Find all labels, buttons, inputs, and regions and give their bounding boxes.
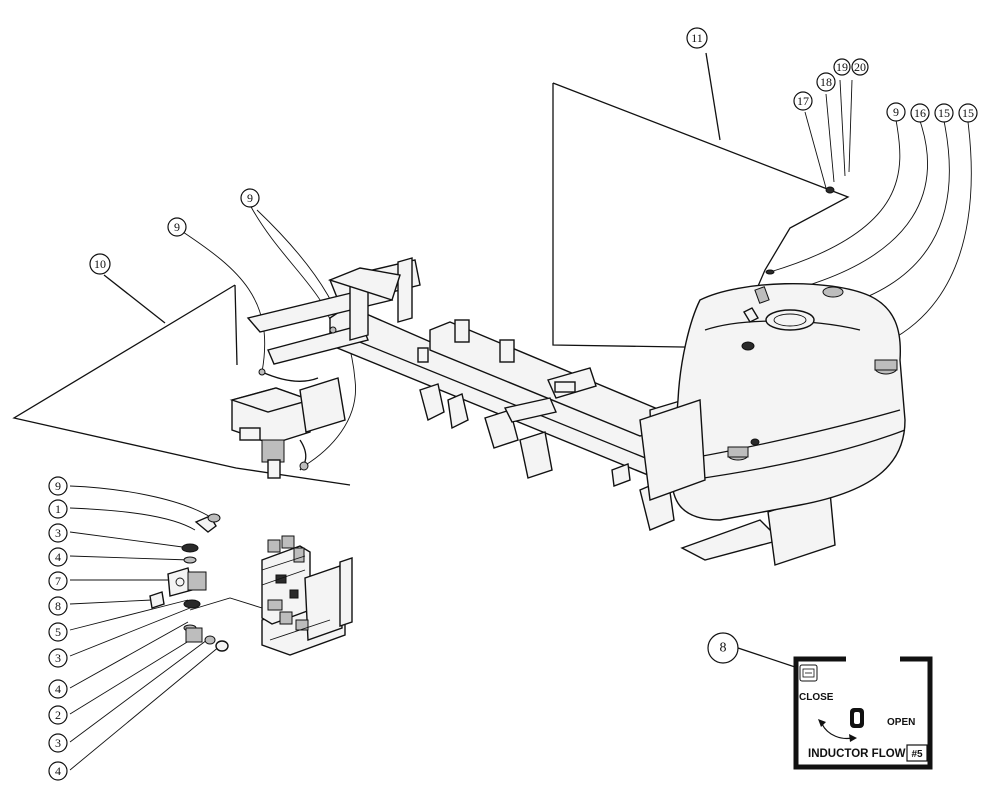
callout-15-b: 15 [958,103,978,123]
callout-kit-4-a: 4 [48,547,68,567]
callout-kit-3-b: 3 [48,648,68,668]
sprayer-frame [246,257,836,566]
svg-text:4: 4 [55,682,61,696]
callout-kit-7: 7 [48,571,68,591]
callout-kit-8: 8 [48,596,68,616]
svg-text:4: 4 [55,550,61,564]
callout-kit-4-c: 4 [48,761,68,781]
svg-text:9: 9 [174,220,180,234]
svg-text:3: 3 [55,736,61,750]
tank-icon [799,664,818,682]
decal-open-label: OPEN [887,717,915,728]
svg-text:16: 16 [914,106,926,120]
svg-text:8: 8 [55,599,61,613]
svg-text:2: 2 [55,708,61,722]
svg-text:20: 20 [854,60,866,74]
valve-handle-icon [850,708,864,728]
svg-text:8: 8 [720,641,727,656]
svg-text:15: 15 [962,106,974,120]
callout-17: 17 [793,91,813,111]
svg-text:7: 7 [55,574,61,588]
svg-text:3: 3 [55,651,61,665]
svg-text:9: 9 [247,191,253,205]
callout-8-decal: 8 [707,632,739,664]
svg-text:10: 10 [94,257,106,271]
inductor-flow-decal: CLOSE OPEN INDUCTOR FLOW #5 [793,656,933,770]
chemical-tank [639,283,906,521]
callout-20: 20 [851,58,869,76]
svg-text:5: 5 [55,625,61,639]
svg-text:1: 1 [55,502,61,516]
callout-kit-4-b: 4 [48,679,68,699]
svg-text:19: 19 [836,60,848,74]
callout-kit-3-c: 3 [48,733,68,753]
callout-16: 16 [910,103,930,123]
svg-text:3: 3 [55,526,61,540]
inductor-box [261,535,353,656]
svg-text:9: 9 [55,479,61,493]
decal-title: INDUCTOR FLOW [808,748,906,760]
svg-text:9: 9 [893,105,899,119]
callout-11: 11 [686,27,708,49]
callout-kit-5: 5 [48,622,68,642]
tank-fittings [741,186,835,351]
svg-text:17: 17 [797,94,809,108]
callout-9-left: 9 [167,217,187,237]
callout-9-boom: 9 [240,188,260,208]
callout-kit-2: 2 [48,705,68,725]
svg-text:4: 4 [55,764,61,778]
curved-arrow-icon [818,719,857,742]
callout-kit-3-a: 3 [48,523,68,543]
callout-19: 19 [833,58,851,76]
callout-9-tank: 9 [886,102,906,122]
svg-text:18: 18 [820,75,832,89]
decal-close-label: CLOSE [799,692,834,703]
valve-kit [149,513,229,652]
callout-15-a: 15 [934,103,954,123]
callout-kit-1: 1 [48,499,68,519]
svg-text:15: 15 [938,106,950,120]
callout-18: 18 [816,72,836,92]
decal-badge: #5 [911,749,923,760]
decal-badge-box [906,744,928,762]
front-inductor-assembly [229,326,346,479]
svg-text:11: 11 [691,31,703,45]
callout-10: 10 [89,253,111,275]
callout-kit-9: 9 [48,476,68,496]
